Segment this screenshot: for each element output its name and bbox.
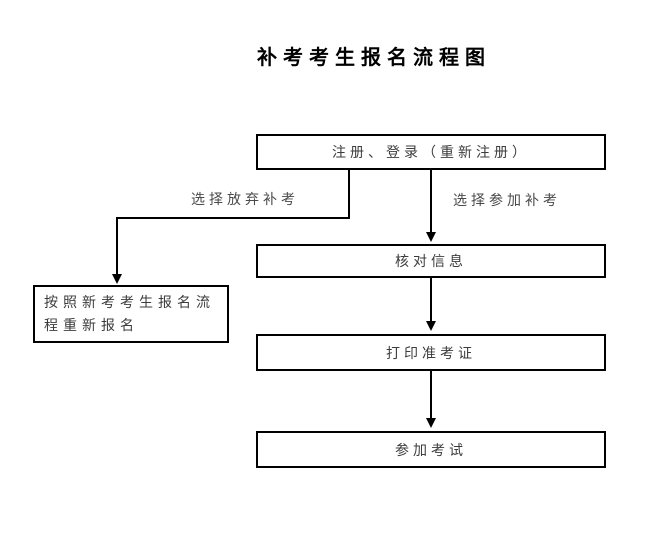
flow-node-verify-info-label: 核对信息	[395, 254, 467, 270]
connector-giveup-stem	[348, 170, 350, 219]
arrow-down-icon	[426, 321, 436, 331]
arrow-down-icon	[426, 418, 436, 428]
edge-label-giveup: 选择放弃补考	[191, 192, 299, 208]
flow-node-print-admission-ticket: 打印准考证	[256, 334, 606, 371]
flow-node-take-exam: 参加考试	[256, 431, 606, 468]
arrow-down-icon	[112, 274, 122, 284]
flow-node-take-exam-label: 参加考试	[395, 442, 467, 459]
page-title: 补考考生报名流程图	[257, 45, 491, 69]
flow-node-reregister-label: 按照新考考生报名流程重新报名	[44, 295, 215, 334]
connector-verify-to-print	[430, 276, 432, 323]
flow-node-print-ticket-label: 打印准考证	[386, 345, 476, 362]
connector-giveup-horizontal	[116, 217, 350, 219]
connector-participate	[430, 170, 432, 234]
flow-node-register-login: 注册、登录（重新注册）	[256, 134, 606, 170]
connector-print-to-exam	[430, 370, 432, 420]
connector-giveup-drop	[116, 217, 118, 276]
flow-node-verify-info: 核对信息	[256, 244, 606, 278]
edge-label-participate: 选择参加补考	[453, 193, 561, 209]
flow-node-register-login-label: 注册、登录（重新注册）	[332, 145, 530, 161]
flow-node-reregister-as-new: 按照新考考生报名流程重新报名	[33, 285, 229, 343]
arrow-down-icon	[426, 232, 436, 242]
